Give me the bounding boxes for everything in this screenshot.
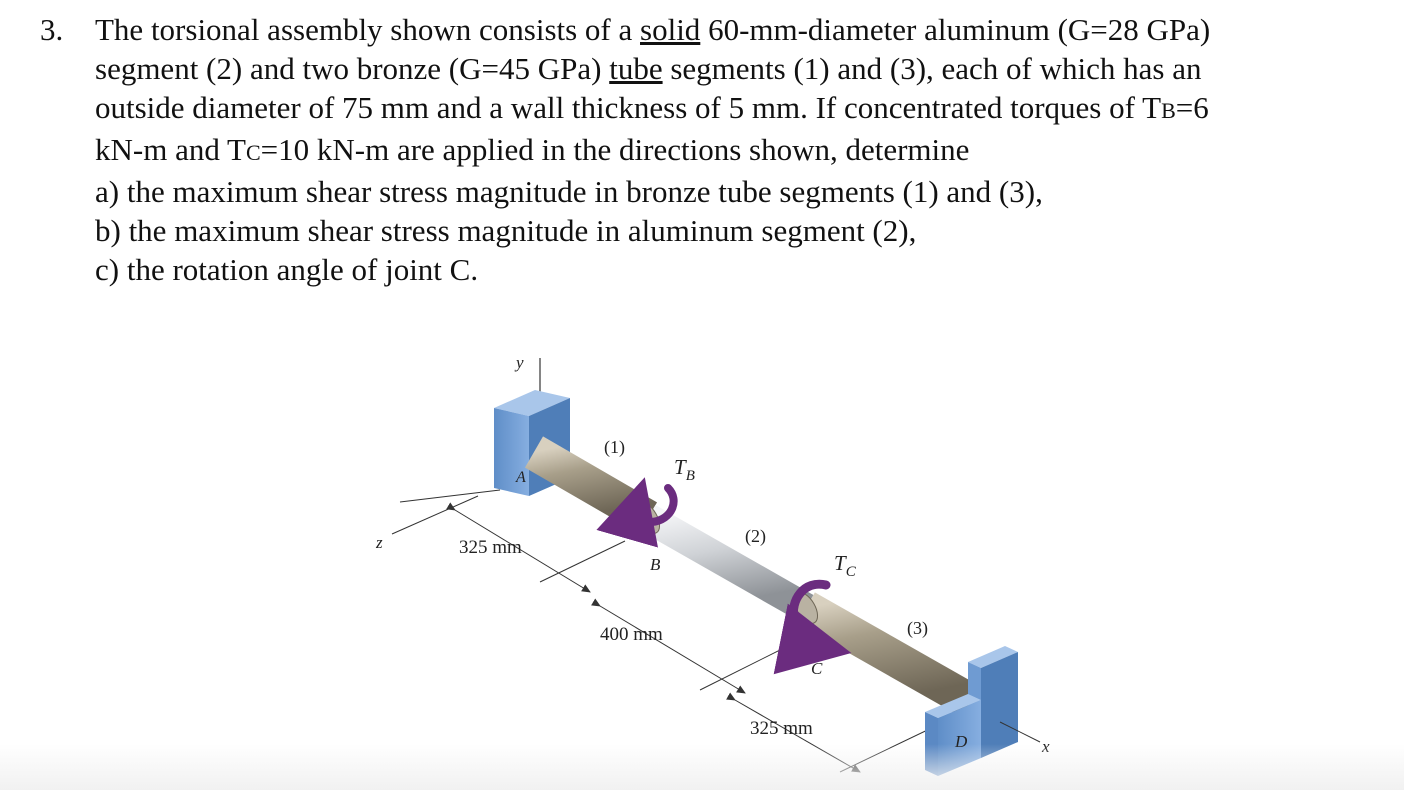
- dim-bc-line: [591, 598, 746, 694]
- part-b: b) the maximum shear stress magnitude in…: [95, 213, 917, 248]
- dim-cd-label: 325 mm: [750, 718, 813, 739]
- problem-statement: 3. The torsional assembly shown consists…: [40, 10, 1370, 289]
- problem-number: 3.: [40, 12, 64, 47]
- line2-pre: segment (2) and two bronze (G=45 GPa): [95, 51, 610, 86]
- line4-pre: kN-m and T: [95, 132, 246, 167]
- problem-body: The torsional assembly shown consists of…: [95, 10, 1370, 289]
- word-tube: tube: [609, 51, 663, 86]
- line1-pre: The torsional assembly shown consists of…: [95, 12, 641, 47]
- dim-bc-label: 400 mm: [600, 624, 663, 645]
- word-solid: solid: [640, 12, 701, 47]
- line4-post: =10 kN-m are applied in the directions s…: [260, 132, 970, 167]
- part-a: a) the maximum shear stress magnitude in…: [95, 174, 1043, 209]
- line3-post: =6: [1175, 90, 1209, 125]
- z-axis-label: z: [375, 533, 383, 552]
- dim-ab-line: [446, 502, 591, 593]
- segment-2-label: (2): [745, 526, 766, 547]
- tc-subscript: C: [245, 140, 261, 165]
- y-axis-label: y: [514, 353, 524, 372]
- segment-3-label: (3): [907, 618, 928, 639]
- line2-post: segments (1) and (3), each of which has …: [662, 51, 1202, 86]
- problem-line-2: segment (2) and two bronze (G=45 GPa) tu…: [95, 49, 1370, 88]
- z-axis-line: [391, 495, 479, 535]
- bottom-shadow-band: [0, 744, 1404, 790]
- dimension-lines: z 325 mm 400 mm 325 mm: [375, 489, 941, 773]
- tb-twist-arrow: [596, 477, 678, 548]
- line1-post: 60-mm-diameter aluminum (G=28 GPa): [700, 12, 1211, 47]
- point-b-label: B: [650, 555, 661, 574]
- part-c: c) the rotation angle of joint C.: [95, 252, 479, 287]
- segment-1-label: (1): [604, 437, 625, 458]
- point-c-label: C: [811, 659, 823, 678]
- problem-line-1: The torsional assembly shown consists of…: [95, 10, 1370, 49]
- torque-tb: TB: [596, 455, 695, 548]
- segment-2-solid: [640, 504, 814, 622]
- segment-3-tube: [797, 592, 984, 720]
- problem-line-4: kN-m and TC=10 kN-m are applied in the d…: [95, 130, 1370, 172]
- point-a-label: A: [515, 469, 526, 486]
- tb-subscript: B: [1161, 98, 1176, 123]
- tb-label: TB: [674, 455, 695, 484]
- line3-pre: outside diameter of 75 mm and a wall thi…: [95, 90, 1162, 125]
- tc-label: TC: [834, 551, 857, 580]
- torque-tc: TC: [773, 551, 857, 675]
- dim-ab-label: 325 mm: [459, 537, 522, 558]
- shaft: [524, 436, 984, 720]
- problem-line-3: outside diameter of 75 mm and a wall thi…: [95, 88, 1370, 130]
- tc-twist-arrow: [773, 579, 852, 675]
